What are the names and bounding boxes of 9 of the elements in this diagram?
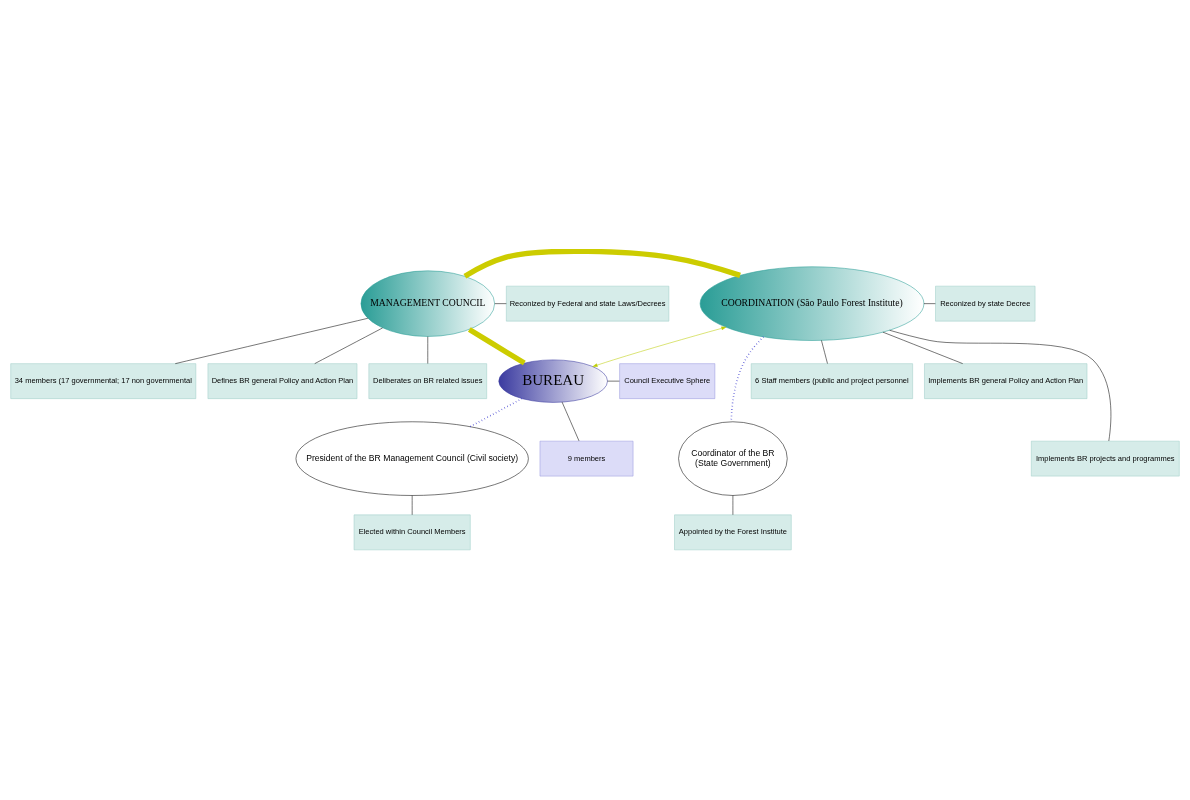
node-ellipse: President of the BR Management Council (Civil society): [295, 421, 529, 496]
arrow: [592, 326, 727, 367]
connector: [467, 326, 526, 365]
node-ellipse: MANAGEMENT COUNCIL: [360, 270, 495, 337]
node-ellipse: COORDINATION (São Paulo Forest Institute): [699, 266, 925, 341]
connector: [469, 397, 523, 427]
connector: [463, 248, 741, 278]
node-ellipse: BUREAU: [498, 359, 608, 403]
node-ellipse: Coordinator of the BR (State Government): [678, 421, 788, 496]
